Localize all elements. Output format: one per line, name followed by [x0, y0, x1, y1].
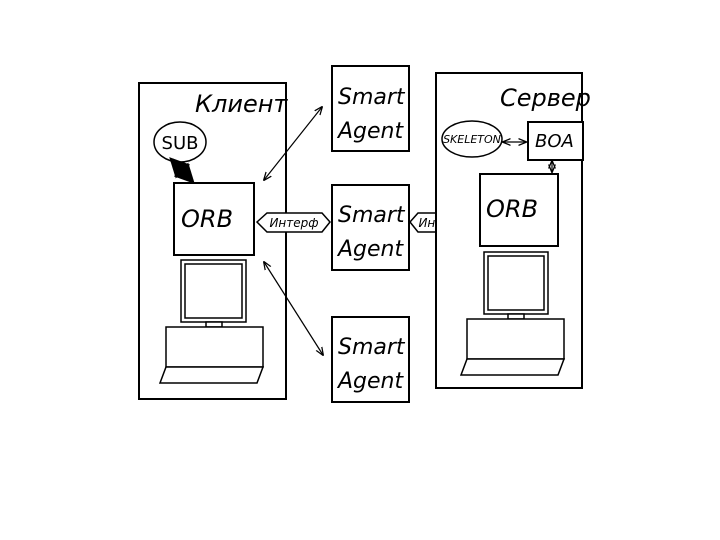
- server-screen: [487, 255, 545, 311]
- stub-label: SUB: [162, 133, 199, 154]
- client-keyboard: [158, 366, 265, 384]
- client-screen: [184, 263, 243, 319]
- client-orb-label: ORB: [181, 205, 233, 233]
- agent-line1: Smart: [338, 203, 406, 228]
- agent-line2: Agent: [336, 369, 404, 394]
- client-computer: [158, 259, 265, 384]
- client-title: Клиент: [195, 90, 288, 118]
- skeleton-ellipse: [441, 120, 503, 158]
- server-panel: Сервер SKELETON BOA ORB: [435, 72, 591, 389]
- server-keyboard: [459, 358, 566, 376]
- client-panel: Клиент SUB ORB: [138, 82, 288, 400]
- server-orb-label: ORB: [486, 195, 538, 223]
- server-computer: [459, 251, 566, 376]
- skeleton-label: SKELETON: [443, 133, 501, 146]
- stub-orb-arrow: [169, 157, 195, 184]
- interface-left: Интерф: [255, 212, 331, 233]
- server-orb-box: [479, 173, 559, 247]
- agent-box: [331, 316, 410, 403]
- agent-line2: Agent: [336, 119, 404, 144]
- agent-line1: Smart: [338, 335, 406, 360]
- client-agent-top-arrow: [264, 107, 322, 180]
- agent-line2: Agent: [336, 237, 404, 262]
- agent-line1: Smart: [338, 85, 406, 110]
- client-orb-box: [173, 182, 255, 256]
- server-title: Сервер: [500, 84, 591, 112]
- agent-box: [331, 65, 410, 152]
- client-agent-bottom-arrow: [264, 262, 323, 355]
- server-case: [466, 318, 565, 360]
- boa-label: BOA: [535, 131, 574, 152]
- boa-box: [527, 121, 584, 161]
- agent-box: [331, 184, 410, 271]
- smart-agent-top: Smart Agent: [331, 65, 410, 152]
- interface-left-shape: [255, 212, 331, 233]
- interface-left-label: Интерф: [269, 216, 318, 230]
- smart-agent-bottom: Smart Agent: [331, 316, 410, 403]
- client-case: [165, 326, 264, 368]
- smart-agent-middle: Smart Agent: [331, 184, 410, 271]
